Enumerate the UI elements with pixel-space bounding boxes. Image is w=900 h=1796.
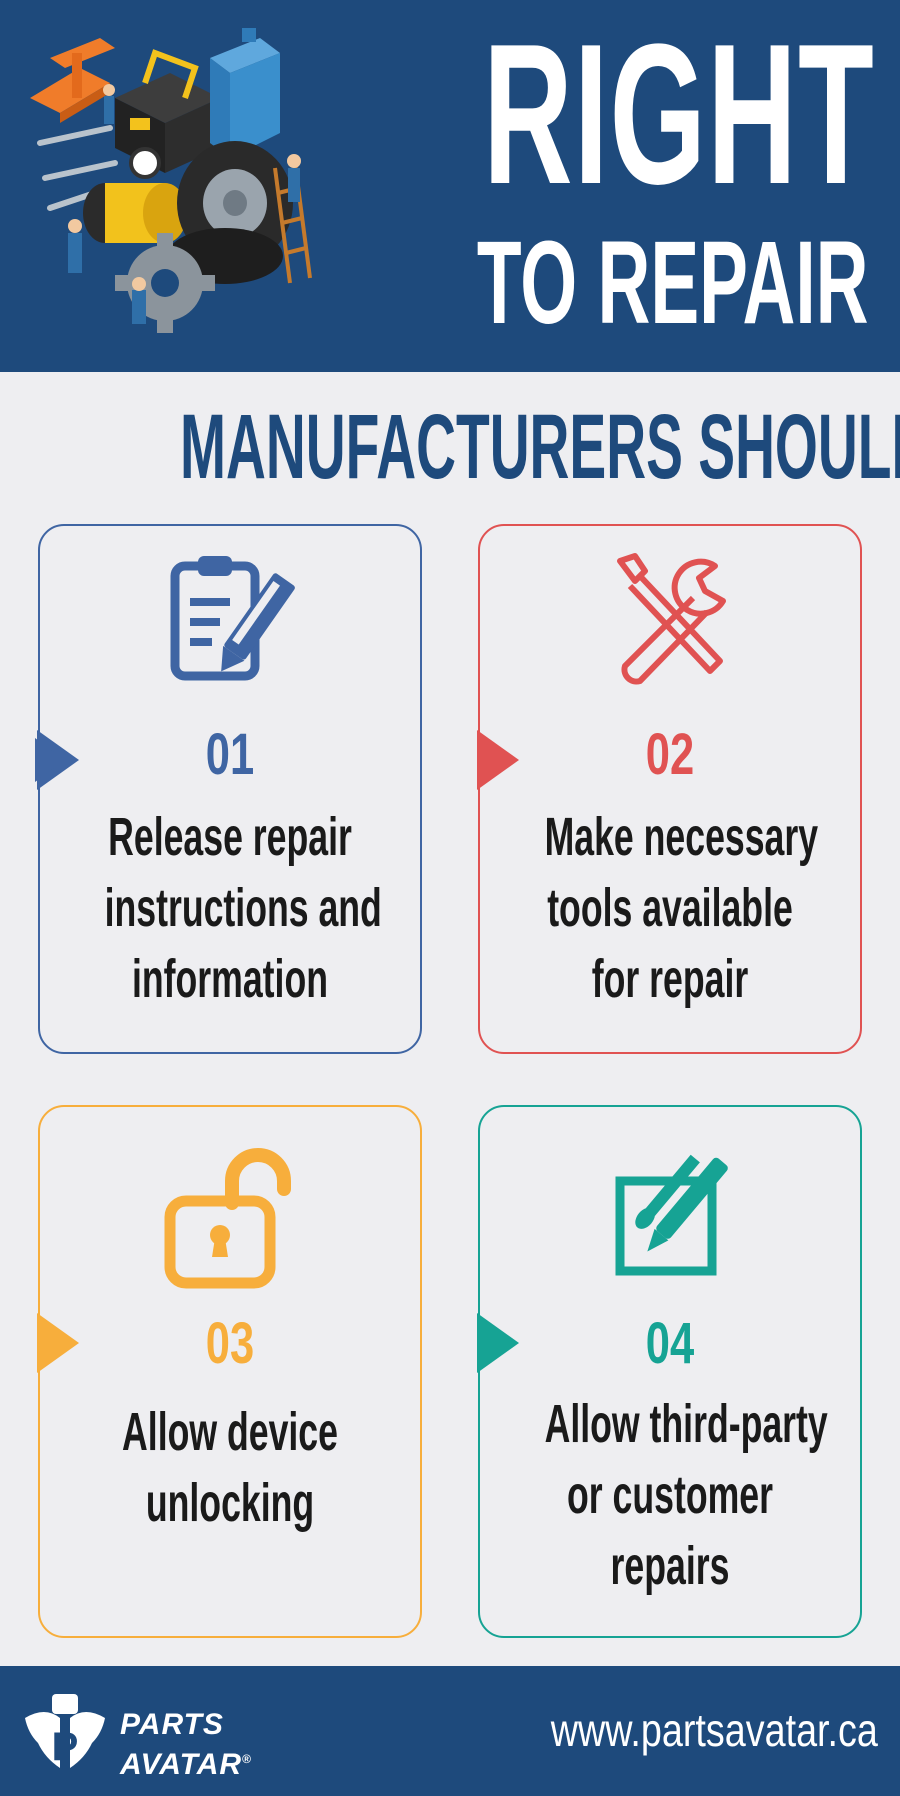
tools-illustration xyxy=(30,28,312,333)
card-02: 02 Make necessary tools available for re… xyxy=(477,524,862,1054)
card-number: 01 xyxy=(205,722,255,787)
title-right: RIGHT xyxy=(483,3,876,226)
card-04: 04 Allow third-party or customer repairs xyxy=(477,1105,862,1638)
section-heading: MANUFACTURERS SHOULD xyxy=(180,396,900,498)
card-notch-inner xyxy=(35,738,65,782)
wings-logo-icon: P xyxy=(25,1694,105,1769)
card-text: Release repair instructions and informat… xyxy=(40,802,420,1015)
tire-icon xyxy=(167,141,293,284)
card-text: Allow device unlocking xyxy=(40,1397,420,1539)
card-number: 03 xyxy=(205,1311,255,1376)
card-text-line: Allow third-party xyxy=(544,1394,828,1454)
card-number: 04 xyxy=(645,1311,695,1376)
card-text-line: repairs xyxy=(610,1536,730,1596)
card-notch xyxy=(477,730,519,790)
unlocked-padlock-icon xyxy=(40,1143,420,1293)
card-01: 01 Release repair instructions and infor… xyxy=(35,524,422,1054)
jerrycan-icon xyxy=(210,28,280,158)
card-text-line: for repair xyxy=(591,949,749,1009)
header-banner: RIGHT TO REPAIR xyxy=(0,0,900,372)
card-text-line: unlocking xyxy=(145,1473,315,1533)
wrench-screwdriver-icon xyxy=(480,546,860,696)
title-to-repair: TO REPAIR xyxy=(476,217,869,349)
card-text-line: Allow device xyxy=(122,1402,338,1462)
card-text-line: information xyxy=(131,949,328,1009)
card-text: Make necessary tools available for repai… xyxy=(480,802,860,1015)
card-text-line: instructions and xyxy=(104,878,382,938)
card-text-line: Release repair xyxy=(108,807,352,867)
card-text-line: tools available xyxy=(547,878,793,938)
website-link[interactable]: www.partsavatar.ca xyxy=(550,1704,878,1756)
card-03: 03 Allow device unlocking xyxy=(37,1105,422,1638)
card-text: Allow third-party or customer repairs xyxy=(480,1389,860,1602)
car-jack-icon xyxy=(30,38,115,123)
parts-avatar-logo[interactable]: P PARTS AVATAR® xyxy=(20,1688,280,1781)
pen-brush-square-icon xyxy=(480,1151,860,1291)
clipboard-pencil-icon xyxy=(40,548,420,688)
logo-text: PARTS AVATAR® xyxy=(120,1708,252,1782)
brand-line1: PARTS xyxy=(120,1708,224,1741)
brand-line2: AVATAR xyxy=(120,1748,243,1781)
card-text-line: or customer xyxy=(567,1465,773,1525)
card-notch xyxy=(37,1313,79,1373)
registered-mark: ® xyxy=(242,1752,252,1766)
footer: P PARTS AVATAR® www.partsavatar.ca xyxy=(0,1666,900,1796)
card-notch xyxy=(477,1313,519,1373)
air-compressor-icon xyxy=(83,147,187,243)
svg-text:P: P xyxy=(52,1725,79,1769)
mechanic-figures xyxy=(68,84,301,324)
card-number: 02 xyxy=(645,722,695,787)
card-text-line: Make necessary xyxy=(544,807,819,867)
